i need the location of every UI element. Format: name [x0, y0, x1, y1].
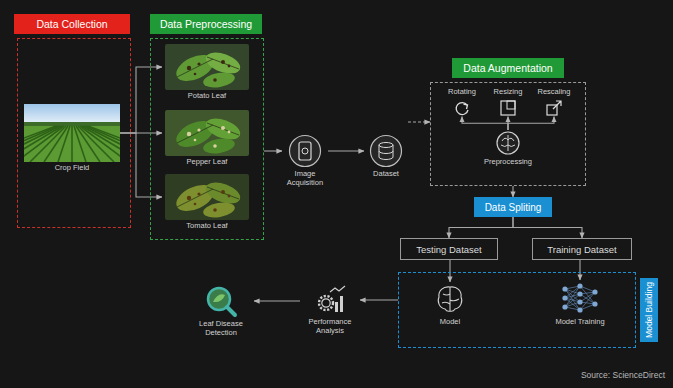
step-label: Dataset — [364, 170, 408, 179]
step-label: Model — [428, 318, 472, 327]
connector — [579, 260, 580, 280]
vertical-tab: Model Building — [640, 278, 658, 342]
section-heading: Data Collection — [14, 14, 130, 34]
rescale-icon — [545, 99, 563, 117]
step-label: Performance Analysis — [300, 318, 360, 335]
connector — [462, 117, 508, 130]
step-label: Preprocessing — [473, 158, 543, 167]
preprocessing-step: Preprocessing — [473, 130, 543, 167]
connector — [120, 67, 162, 133]
model-step: Model — [428, 282, 472, 327]
section-heading: Data Augmentation — [452, 58, 564, 78]
augment-op: Resizing — [486, 88, 530, 117]
crop-field: Crop Field — [24, 104, 120, 173]
model-building-region: Model BuildingModel Model Training — [398, 272, 660, 348]
leaf-icon — [165, 110, 249, 156]
process-box: Data Spliting — [474, 197, 552, 217]
dashed-outline — [398, 272, 636, 348]
step-label: Crop Field — [24, 164, 120, 173]
dataset-box: Testing Dataset — [400, 238, 498, 260]
connector — [254, 300, 300, 301]
connector — [449, 217, 513, 238]
cam-icon — [288, 134, 322, 168]
step-label: Potato Leaf — [162, 92, 252, 101]
dataset-step: Dataset — [364, 134, 408, 179]
augmentation-region: Data AugmentationRotatingResizingRescali… — [430, 58, 586, 186]
collection-region: Data CollectionCrop Field — [14, 14, 134, 228]
step-label: Rotating — [440, 88, 484, 97]
step-label: Pepper Leaf — [162, 158, 252, 167]
training-step: Model Training — [550, 280, 610, 327]
leaf-sample: Potato Leaf — [162, 44, 252, 101]
connector — [512, 186, 513, 197]
model-icon — [433, 282, 467, 316]
dataset-box: Training Dataset — [532, 238, 632, 260]
connector — [513, 217, 582, 238]
source-note: Source: ScienceDirect — [581, 370, 665, 380]
resize-icon — [499, 99, 517, 117]
analysis-step: Performance Analysis — [300, 284, 360, 335]
step-label: Model Training — [550, 318, 610, 327]
net-icon — [560, 280, 600, 316]
step-label: Tomato Leaf — [162, 222, 252, 231]
detection-step: Leaf Disease Detection — [188, 284, 254, 337]
step-label: Resizing — [486, 88, 530, 97]
box-label: Testing Dataset — [416, 244, 481, 255]
mag-icon — [204, 284, 238, 318]
connector — [328, 150, 364, 151]
section-heading: Data Preprocessing — [150, 14, 262, 34]
connector — [408, 121, 430, 122]
db-icon — [369, 134, 403, 168]
augment-op: Rescaling — [532, 88, 576, 117]
connector — [264, 150, 282, 151]
connector — [120, 133, 162, 197]
box-label: Training Dataset — [547, 244, 616, 255]
step-label: Leaf Disease Detection — [188, 320, 254, 337]
connector — [449, 260, 450, 282]
step-label: Rescaling — [532, 88, 576, 97]
step-label: Image Acquisition — [282, 170, 328, 187]
leaf-icon — [165, 174, 249, 220]
acquisition-step: Image Acquisition — [282, 134, 328, 187]
vertical-label: Model Building — [640, 278, 658, 342]
brain-icon — [495, 130, 521, 156]
crop-icon — [24, 104, 120, 162]
perf-icon — [313, 284, 347, 316]
preprocessing-region: Data PreprocessingPotato LeafPepper Leaf… — [150, 14, 264, 240]
box-label: Data Spliting — [485, 202, 542, 213]
connector — [508, 117, 554, 130]
leaf-sample: Pepper Leaf — [162, 110, 252, 167]
leaf-icon — [165, 44, 249, 90]
connector — [360, 299, 398, 300]
augment-op: Rotating — [440, 88, 484, 117]
rot-icon — [453, 99, 471, 117]
leaf-sample: Tomato Leaf — [162, 174, 252, 231]
